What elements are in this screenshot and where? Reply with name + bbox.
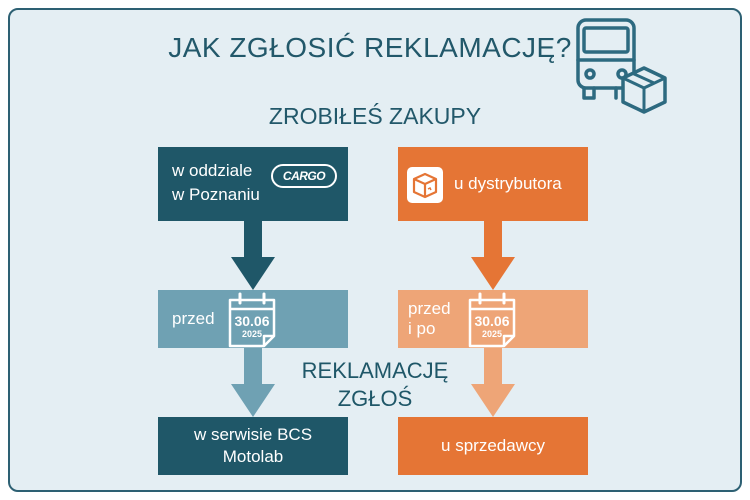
page-title: JAK ZGŁOSIĆ REKLAMACJĘ? [168,32,572,63]
truck-with-package-icon [576,18,667,114]
cargo-logo: CARGO [271,164,337,188]
report-label-line2: ZGŁOŚ [337,386,413,411]
source-box-distributor: u dystrybutora [398,147,588,221]
arrow-down-right-1 [471,221,515,290]
condition-label-line2: i po [408,319,436,338]
source-box-branch: w oddziale w Poznaniu CARGO [158,147,348,221]
calendar-icon: 30.06 2025 [228,292,284,352]
branch-label-line1: w oddziale [172,161,253,180]
report-label-line1: REKLAMACJĘ [301,358,449,383]
calendar-year: 2025 [241,329,263,339]
arrow-down-left-1 [231,221,275,290]
calendar-year: 2025 [481,329,503,339]
condition-box-before-and-after: przed i po 30.06 2025 [398,290,588,348]
condition-box-before: przed 30.06 2025 [158,290,348,348]
destination-box-service: w serwisie BCS Motolab [158,417,348,475]
destination-box-seller: u sprzedawcy [398,417,588,475]
report-complaint-label: REKLAMACJĘ ZGŁOŚ [290,357,460,413]
arrow-down-left-2 [231,348,275,417]
package-icon [407,167,443,203]
seller-label: u sprzedawcy [441,436,545,455]
arrow-down-right-2 [471,348,515,417]
subtitle: ZROBIŁEŚ ZAKUPY [268,103,482,129]
calendar-date: 30.06 [234,313,270,329]
condition-label-before: przed [172,309,215,328]
service-label-line1: w serwisie BCS [193,425,313,444]
calendar-icon: 30.06 2025 [468,292,524,352]
condition-label-line1: przed [408,299,451,318]
service-label-line2: Motolab [222,447,284,466]
branch-label-line2: w Poznaniu [172,185,260,204]
distributor-label: u dystrybutora [454,174,562,193]
calendar-date: 30.06 [474,313,510,329]
